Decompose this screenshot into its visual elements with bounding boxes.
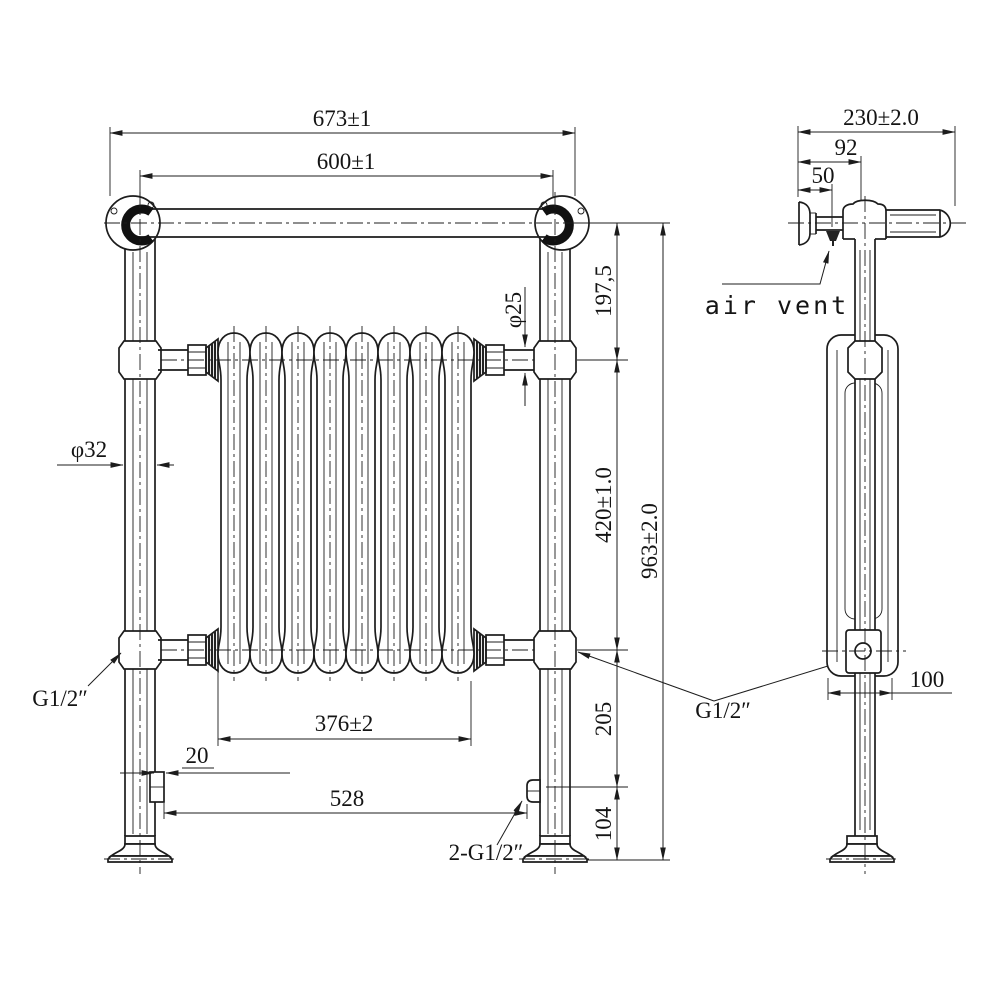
leader-2g12 [496,800,523,846]
leader-g12-left [87,652,122,687]
radiator-unions [158,337,534,673]
label-air-vent: air vent [705,291,849,320]
label-thread-bottom: 2-G1/2″ [449,840,524,865]
pipe-tee-collars [118,340,577,670]
front-centerlines [104,192,592,874]
side-centerlines [788,196,968,874]
air-vent-valve [826,231,840,246]
dim-upright-pipe-dia: φ32 [71,437,107,462]
leader-g12-right-a [577,651,715,702]
dim-air-vent-depth: 50 [812,163,835,188]
front-view: 673±1 600±1 197,5 420±1.0 205 104 963±2.… [32,106,855,874]
dim-overall-width: 673±1 [313,106,372,131]
radiator-columns [217,332,475,674]
screw-icon [540,201,548,209]
dim-radiator-span-height: 420±1.0 [591,467,616,543]
dim-rail-pipe-dia: φ25 [501,292,526,328]
elbow-right [541,204,574,246]
dim-rail-width: 600±1 [317,149,376,174]
screw-icon [110,207,118,215]
dim-lower-drop: 205 [591,702,616,737]
dim-inlet-span: 528 [330,786,365,811]
screw-icon [577,207,585,215]
dim-radiator-width: 376±2 [315,711,374,736]
right-inlet-fitting [526,779,541,803]
leader-air-vent [722,250,830,285]
dim-top-drop: 197,5 [591,265,616,317]
dim-rail-center-depth: 92 [835,135,858,160]
side-top-assembly [798,199,952,246]
side-dimensions: 230±2.0 92 50 100 air vent [705,105,956,700]
dim-bracket-offset: 20 [186,743,209,768]
label-thread-left: G1/2″ [32,686,88,711]
dim-inlet-height: 104 [591,806,616,841]
front-dimensions: 673±1 600±1 197,5 420±1.0 205 104 963±2.… [32,106,855,865]
left-inlet-bracket [149,771,165,803]
side-floor-foot [829,835,895,863]
side-bottom-hub [845,629,882,674]
bar-end-cap [939,209,952,238]
dim-overall-depth: 230±2.0 [843,105,919,130]
side-upright-pipe [854,239,876,836]
label-thread-right: G1/2″ [695,698,751,723]
dim-overall-height: 963±2.0 [637,503,662,579]
dim-radiator-depth: 100 [910,667,945,692]
side-view: 230±2.0 92 50 100 air vent [705,105,968,874]
elbow-left [121,204,154,246]
screw-icon [147,201,155,209]
